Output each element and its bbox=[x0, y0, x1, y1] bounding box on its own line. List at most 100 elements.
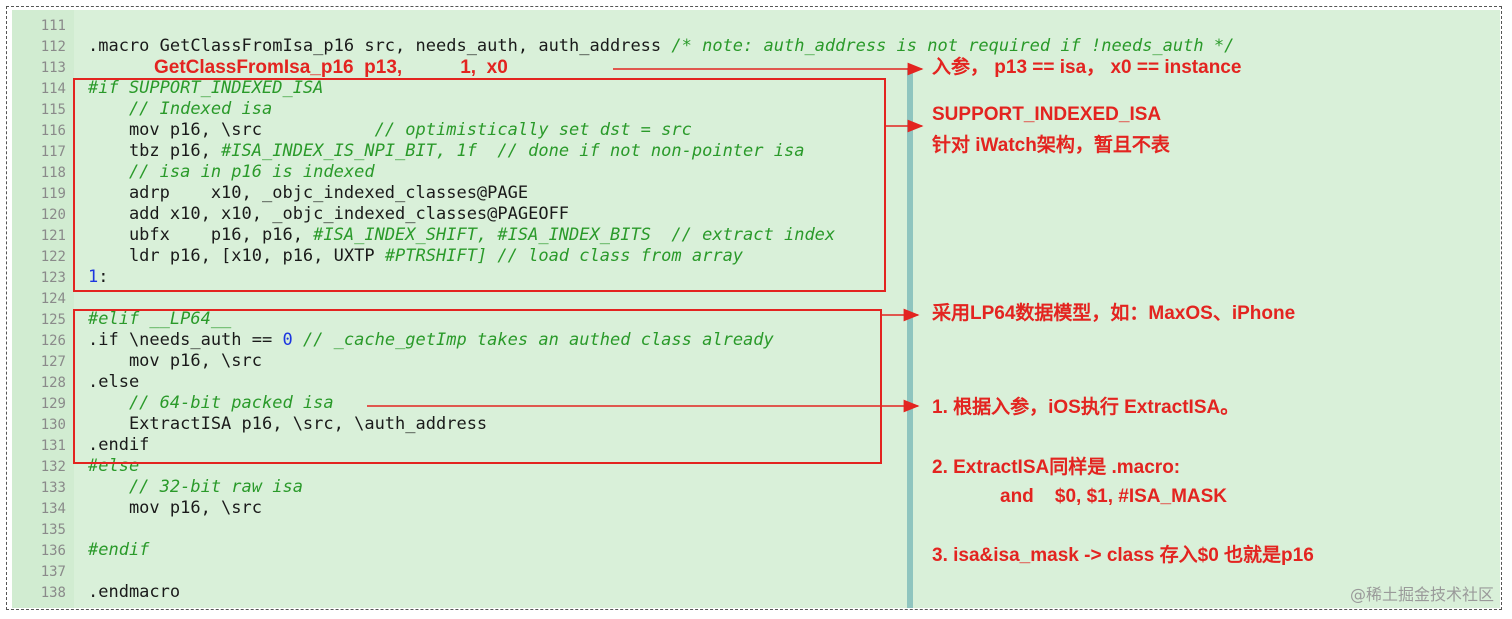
code-line: 134 mov p16, \src bbox=[12, 498, 262, 519]
line-number: 127 bbox=[40, 354, 66, 370]
line-number: 126 bbox=[40, 333, 66, 349]
box-indexed-isa-block bbox=[73, 78, 886, 292]
indexed-isa-desc: 针对 iWatch架构，暂且不表 bbox=[932, 135, 1170, 156]
code-line: 131 .endif bbox=[12, 435, 150, 456]
code-token: #ISA_INDEX_IS_NPI_BIT, 1f // done if not… bbox=[221, 141, 805, 161]
code-token: // 32-bit raw isa bbox=[88, 477, 303, 497]
code-token: .if \needs_auth == bbox=[88, 330, 283, 350]
code-line: 130 ExtractISA p16, \src, \auth_address bbox=[12, 414, 487, 435]
line-number: 123 bbox=[40, 270, 66, 286]
code-line: 112.macro GetClassFromIsa_p16 src, needs… bbox=[12, 36, 1235, 57]
line-number: 119 bbox=[40, 186, 66, 202]
line-number: 121 bbox=[40, 228, 66, 244]
code-token: #endif bbox=[88, 540, 150, 560]
code-line: 111 bbox=[12, 15, 88, 36]
code-token: mov p16, \src bbox=[88, 120, 375, 140]
line-number: 117 bbox=[40, 144, 66, 160]
line-number: 112 bbox=[40, 39, 66, 55]
code-line: 126 .if \needs_auth == 0 // _cache_getImp… bbox=[12, 330, 774, 351]
code-line: 128 .else bbox=[12, 372, 139, 393]
code-token: // optimistically set dst = src bbox=[374, 120, 692, 140]
code-line: 135 bbox=[12, 519, 88, 540]
code-token: mov p16, \src bbox=[88, 498, 262, 518]
watermark: @稀土掘金技术社区 bbox=[1349, 585, 1494, 604]
code-token: .endmacro bbox=[88, 582, 181, 602]
code-token: .endif bbox=[88, 435, 150, 455]
code-token: tbz p16, bbox=[88, 141, 222, 161]
code-editor-panel: 111 112.macro GetClassFromIsa_p16 src, ne… bbox=[12, 10, 1500, 608]
step-2-code: and $0, $1, #ISA_MASK bbox=[1000, 486, 1228, 507]
code-line: 115 // Indexed isa bbox=[12, 99, 273, 120]
step-3-note: 3. isa&isa_mask -> class 存入$0 也就是p16 bbox=[932, 545, 1314, 566]
code-line: 127 mov p16, \src bbox=[12, 351, 262, 372]
code-line: 137 bbox=[12, 561, 88, 582]
line-number: 137 bbox=[40, 564, 66, 580]
code-token: #PTRSHIFT] // load class from array bbox=[384, 246, 744, 266]
code-line: 119 adrp x10, _objc_indexed_classes@PAGE bbox=[12, 183, 528, 204]
code-token: 0 bbox=[282, 330, 293, 350]
vertical-divider bbox=[907, 68, 913, 608]
line-number: 120 bbox=[40, 207, 66, 223]
code-token: adrp x10, _objc_indexed_classes@PAGE bbox=[88, 183, 529, 203]
line-number: 131 bbox=[40, 438, 66, 454]
code-line: 124 bbox=[12, 288, 88, 309]
code-line: 136#endif bbox=[12, 540, 150, 561]
code-token: mov p16, \src bbox=[88, 351, 262, 371]
code-token: #ISA_INDEX_SHIFT, #ISA_INDEX_BITS // ext… bbox=[313, 225, 836, 245]
code-token: #if SUPPORT_INDEXED_ISA bbox=[88, 78, 324, 98]
step-1-note: 1. 根据入参，iOS执行 ExtractISA。 bbox=[932, 397, 1240, 418]
code-token: ldr p16, [x10, p16, UXTP bbox=[88, 246, 385, 266]
code-token: 1 bbox=[88, 267, 99, 287]
code-token: .else bbox=[88, 372, 140, 392]
code-line: 113 bbox=[12, 57, 88, 78]
code-line: 122 ldr p16, [x10, p16, UXTP #PTRSHIFT] … bbox=[12, 246, 743, 267]
code-line: 129 // 64-bit packed isa bbox=[12, 393, 334, 414]
line-number: 114 bbox=[40, 81, 66, 97]
line-number: 128 bbox=[40, 375, 66, 391]
line-number: 118 bbox=[40, 165, 66, 181]
code-line: 133 // 32-bit raw isa bbox=[12, 477, 303, 498]
code-token: add x10, x10, _objc_indexed_classes@PAGE… bbox=[88, 204, 570, 224]
line-number: 129 bbox=[40, 396, 66, 412]
code-line: 125 #elif __LP64__ bbox=[12, 309, 232, 330]
line-number: 134 bbox=[40, 501, 66, 517]
code-token: // 64-bit packed isa bbox=[88, 393, 334, 413]
indexed-isa-title: SUPPORT_INDEXED_ISA bbox=[932, 104, 1162, 125]
box-lp64-block bbox=[73, 309, 882, 464]
code-token: // isa in p16 is indexed bbox=[88, 162, 375, 182]
code-token: /* note: auth_address is not required if… bbox=[671, 36, 1235, 56]
line-number: 124 bbox=[40, 291, 66, 307]
step-2-note: 2. ExtractISA同样是 .macro: bbox=[932, 457, 1181, 478]
call-example-label: GetClassFromIsa_p16 p13, 1, x0 bbox=[154, 57, 508, 78]
line-number: 116 bbox=[40, 123, 66, 139]
code-line: 116 mov p16, \src // optimistically set … bbox=[12, 120, 692, 141]
code-token: // Indexed isa bbox=[88, 99, 273, 119]
line-number-gutter bbox=[12, 10, 74, 608]
line-number: 113 bbox=[40, 60, 66, 76]
line-number: 138 bbox=[40, 585, 66, 601]
params-note: 入参， p13 == isa， x0 == instance bbox=[932, 57, 1242, 78]
line-number: 122 bbox=[40, 249, 66, 265]
line-number: 133 bbox=[40, 480, 66, 496]
code-line: 121 ubfx p16, p16, #ISA_INDEX_SHIFT, #IS… bbox=[12, 225, 835, 246]
code-token: #else bbox=[88, 456, 140, 476]
code-line: 138 .endmacro bbox=[12, 582, 180, 603]
code-token: #elif __LP64__ bbox=[88, 309, 232, 329]
code-token: ExtractISA p16, \src, \auth_address bbox=[88, 414, 488, 434]
code-token: ubfx p16, p16, bbox=[88, 225, 314, 245]
code-line: 132 #else bbox=[12, 456, 139, 477]
screenshot-frame bbox=[6, 6, 1502, 610]
code-line: 120 add x10, x10, _objc_indexed_classes@… bbox=[12, 204, 569, 225]
line-number: 125 bbox=[40, 312, 66, 328]
line-number: 132 bbox=[40, 459, 66, 475]
code-line: 123 1: bbox=[12, 267, 109, 288]
code-line: 118 // isa in p16 is indexed bbox=[12, 162, 375, 183]
code-token: : bbox=[98, 267, 109, 287]
line-number: 130 bbox=[40, 417, 66, 433]
code-token: // _cache_getImp takes an authed class a… bbox=[292, 330, 774, 350]
line-number: 111 bbox=[40, 18, 66, 34]
code-line: 114 #if SUPPORT_INDEXED_ISA bbox=[12, 78, 324, 99]
line-number: 135 bbox=[40, 522, 66, 538]
line-number: 115 bbox=[40, 102, 66, 118]
